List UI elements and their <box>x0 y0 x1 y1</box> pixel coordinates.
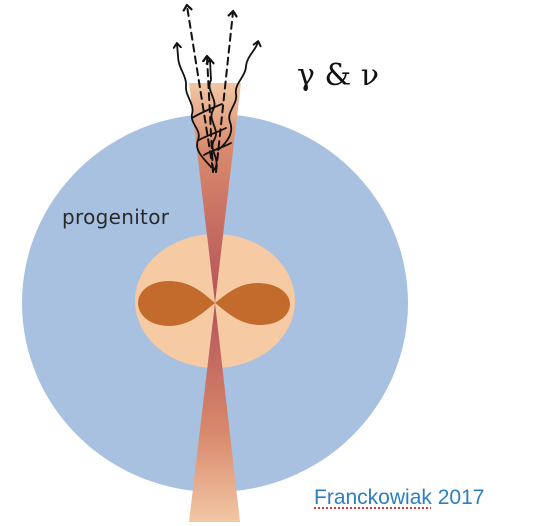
citation-year: 2017 <box>438 486 485 509</box>
gamma-neutrino-label: γ & ν <box>297 61 379 91</box>
citation-author: Franckowiak <box>314 486 432 509</box>
citation: Franckowiak 2017 <box>314 487 484 508</box>
progenitor-label: progenitor <box>62 207 169 227</box>
